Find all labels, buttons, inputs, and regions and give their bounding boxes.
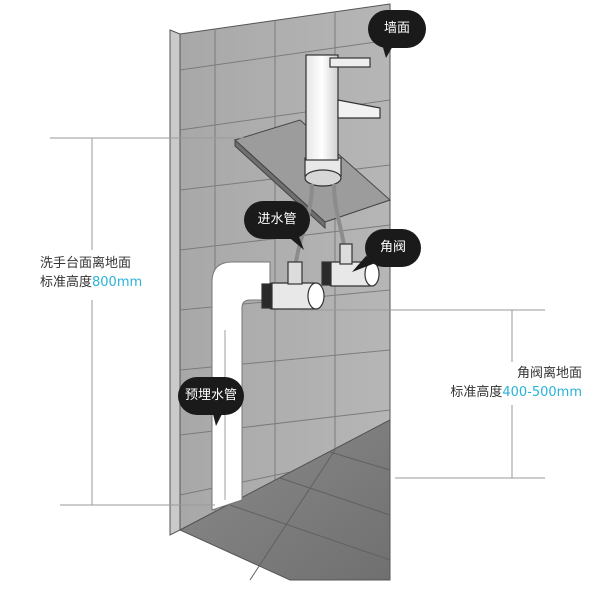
basin-height-prefix: 标准高度: [40, 275, 93, 290]
valve-height-line1: 角阀离地面: [516, 366, 582, 381]
floor-tiles: [229, 449, 391, 581]
basin-height-annotation: 洗手台面离地面 标准高度800mm: [40, 254, 142, 292]
wall-callout-label: 墙面: [383, 21, 410, 36]
dimension-lines: [50, 137, 545, 506]
faucet: [304, 54, 381, 187]
valve-height-annotation: 角阀离地面 标准高度400-500mm: [420, 364, 582, 402]
faucet-nut: [304, 169, 342, 187]
embedded-pipe-callout-label: 预埋水管: [184, 388, 237, 403]
basin-height-value: 800mm: [92, 275, 143, 290]
angle-valve-callout: [352, 229, 421, 272]
wall-callout: [368, 10, 426, 58]
faucet-body: [305, 54, 339, 161]
faucet-spout: [337, 99, 381, 119]
floor: [178, 419, 391, 581]
basin-height-line2: 标准高度800mm: [40, 273, 142, 292]
embedded-pipe-callout: [178, 377, 244, 426]
valve-height-line2: 标准高度400-500mm: [420, 383, 582, 402]
angle-valve-callout-label: 角阀: [379, 240, 406, 255]
angle-valve-left: [261, 261, 325, 310]
basin-height-line1: 洗手台面离地面: [40, 256, 132, 271]
faucet-handle: [329, 57, 371, 68]
valve-height-value: 400-500mm: [502, 385, 582, 400]
inlet-pipe-callout: [244, 201, 310, 250]
valve-height-prefix: 标准高度: [450, 385, 503, 400]
wall-edge: [169, 29, 181, 536]
inlet-pipe-callout-label: 进水管: [257, 212, 297, 227]
